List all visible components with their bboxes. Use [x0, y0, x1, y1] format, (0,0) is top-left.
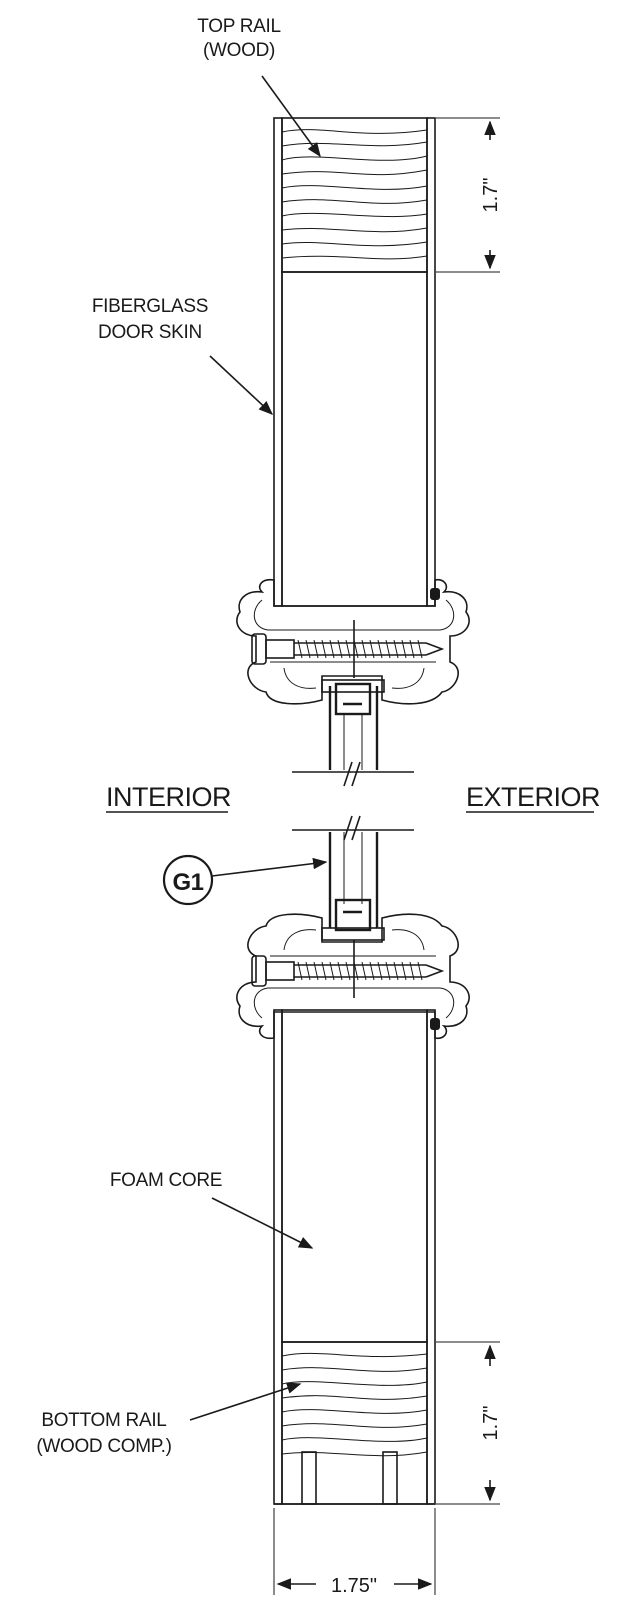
glass-tag-label: G1 — [172, 869, 203, 896]
top-rail-callout: TOP RAIL (WOOD) — [197, 16, 321, 158]
skin-callout: FIBERGLASS DOOR SKIN — [92, 296, 274, 415]
top-rail-wood-grain — [281, 129, 428, 260]
lower-screw — [251, 955, 445, 987]
foam-callout: FOAM CORE — [110, 1170, 314, 1249]
bottom-rail-callout: BOTTOM RAIL (WOOD COMP.) — [36, 1382, 302, 1457]
upper-glazing-frame — [236, 578, 470, 705]
bottom-rail-grooves — [301, 1451, 398, 1505]
thickness-dim-text: 1.75" — [331, 1575, 377, 1597]
lower-foam-core — [281, 1009, 428, 1343]
lower-glazing-frame — [236, 913, 470, 1040]
upper-exterior-skin — [426, 117, 436, 607]
foam-label: FOAM CORE — [110, 1170, 222, 1191]
lower-exterior-skin — [426, 1009, 436, 1505]
top-rail-label-line1: TOP RAIL — [197, 16, 281, 37]
upper-door-section — [273, 117, 436, 607]
bottom-rail-label-line1: BOTTOM RAIL — [41, 1410, 166, 1431]
bottom-rail-wood-grain — [281, 1352, 428, 1457]
top-rail-dimension: 1.7" — [436, 117, 502, 273]
lower-glass-unit — [321, 832, 385, 941]
upper-glass-unit — [321, 679, 385, 770]
interior-label: INTERIOR — [106, 782, 231, 812]
exterior-label: EXTERIOR — [466, 782, 600, 812]
bottom-rail-wood — [281, 1341, 428, 1505]
bottom-rail-dimension: 1.7" — [436, 1341, 502, 1505]
interior-exterior-labels: INTERIOR EXTERIOR — [106, 782, 601, 813]
thickness-dimension: 1.75" — [273, 1508, 436, 1597]
upper-interior-skin — [273, 117, 283, 607]
upper-foam-core — [281, 271, 428, 607]
upper-screw — [251, 633, 445, 665]
top-rail-dim-text: 1.7" — [480, 178, 502, 213]
bottom-rail-label-line2: (WOOD COMP.) — [36, 1436, 171, 1457]
skin-label-line2: DOOR SKIN — [98, 322, 202, 343]
top-rail-label-line2: (WOOD) — [203, 40, 275, 61]
break-lines — [292, 761, 414, 841]
skin-label-line1: FIBERGLASS — [92, 296, 208, 317]
lower-door-section — [273, 1009, 436, 1505]
top-rail-wood — [281, 117, 428, 273]
glass-callout: G1 — [162, 854, 328, 906]
upper-weatherstrip — [430, 588, 440, 600]
lower-interior-skin — [273, 1009, 283, 1505]
bottom-rail-dim-text: 1.7" — [480, 1406, 502, 1441]
